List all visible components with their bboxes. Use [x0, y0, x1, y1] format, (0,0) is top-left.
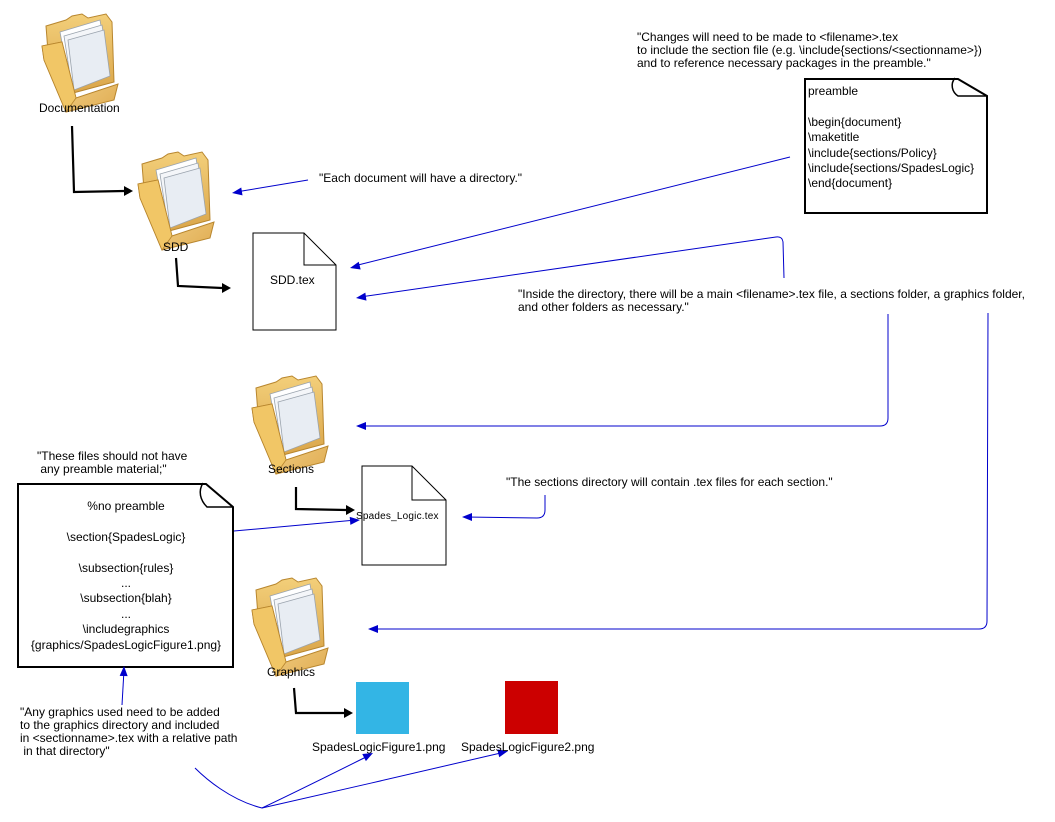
directory-note: "Each document will have a directory." — [319, 171, 523, 185]
blue-arrows — [121, 156, 989, 809]
sdd-folder-label: SDD — [163, 240, 189, 254]
inside-directory-note: "Inside the directory, there will be a m… — [518, 287, 1025, 314]
figure1-label: SpadesLogicFigure1.png — [312, 740, 446, 754]
sections-folder-label: Sections — [268, 462, 315, 476]
preamble-note-box — [804, 78, 988, 214]
sections-directory-note: "The sections directory will contain .te… — [506, 475, 833, 489]
graphics-folder-label: Graphics — [267, 665, 316, 679]
documentation-folder-icon — [41, 13, 119, 113]
no-preamble-note: "These files should not have any preambl… — [37, 449, 188, 476]
graphics-note: "Any graphics used need to be added to t… — [20, 705, 238, 758]
spades-logic-tex-file-icon — [361, 465, 447, 566]
black-connectors — [70, 125, 347, 715]
section-box-text: %no preamble \section{SpadesLogic} \subs… — [30, 499, 222, 652]
section-note-box — [17, 483, 234, 668]
documentation-folder-label: Documentation — [39, 101, 120, 115]
graphics-folder-icon — [251, 577, 329, 677]
sdd-tex-label: SDD.tex — [270, 273, 315, 287]
sections-folder-icon — [251, 375, 329, 475]
figure1-image — [356, 682, 409, 734]
changes-note: "Changes will need to be made to <filena… — [637, 30, 982, 70]
spades-logic-tex-label: Spades_Logic.tex — [356, 511, 439, 522]
sdd-tex-file-icon — [252, 232, 337, 331]
figure2-image — [505, 681, 558, 734]
preamble-box-text: preamble \begin{document} \maketitle \in… — [808, 84, 975, 191]
sdd-folder-icon — [137, 151, 215, 251]
figure2-label: SpadesLogicFigure2.png — [461, 740, 595, 754]
